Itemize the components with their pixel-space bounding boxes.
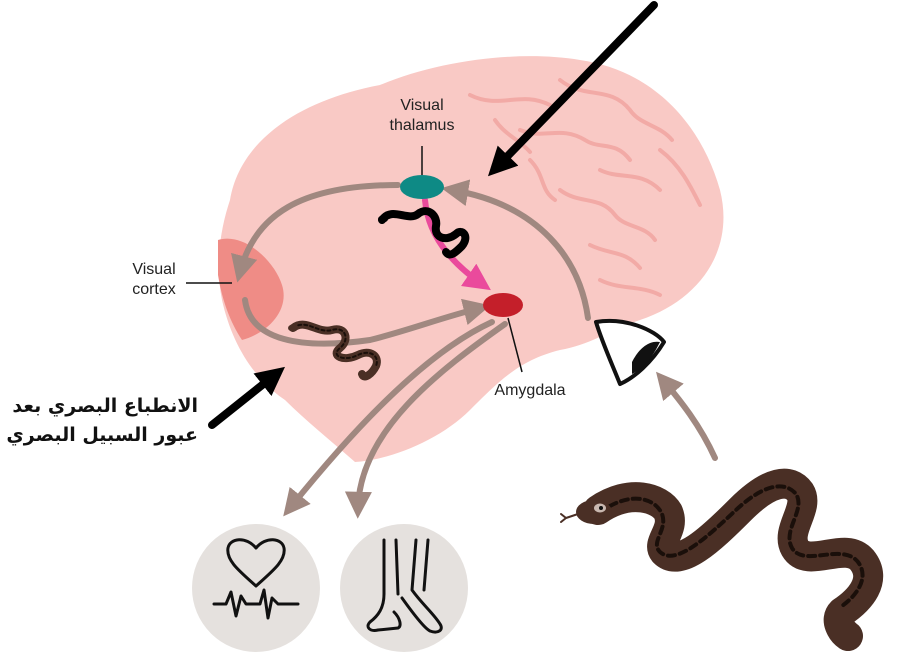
arabic-caption-line2: عبور السبيل البصري (6, 422, 198, 449)
amygdala-node (483, 293, 523, 317)
visual-cortex-label: Visual cortex (104, 260, 204, 300)
pointer-arrow-left (212, 374, 276, 425)
amygdala-label: Amygdala (470, 381, 590, 401)
legs-response-circle (340, 524, 468, 652)
eye-icon (596, 321, 664, 384)
visual-thalamus-node (400, 175, 444, 199)
heart-response-circle (192, 524, 320, 652)
visual-thalamus-label: Visual thalamus (372, 96, 472, 136)
arabic-caption-line1: الانطباع البصري بعد (12, 393, 198, 420)
arrow-snake-to-eye (663, 380, 715, 458)
snake-icon (561, 484, 868, 636)
